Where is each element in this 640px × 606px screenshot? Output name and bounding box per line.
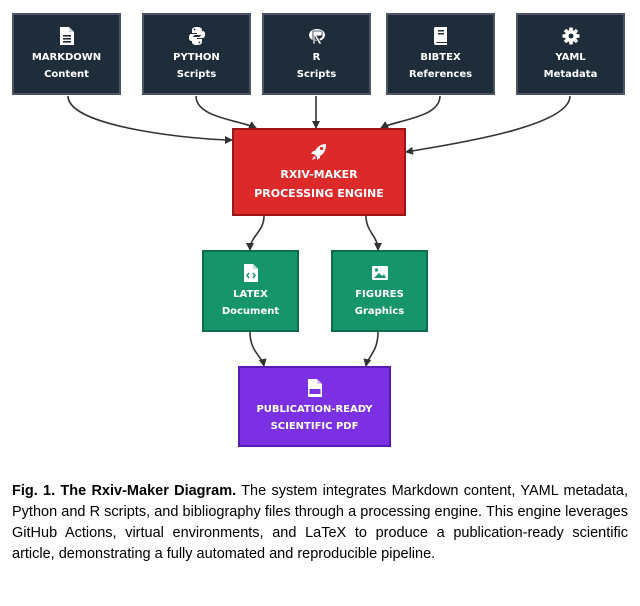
caption-text: The system integrates Markdown content, … (12, 483, 628, 562)
engine-subtitle: PROCESSING ENGINE (254, 186, 384, 200)
python-subtitle: Scripts (176, 68, 217, 80)
latex-subtitle: Document (221, 305, 280, 317)
arrow-bibtex-engine (380, 95, 441, 129)
arrow-engine-latex (246, 215, 265, 251)
python-title: PYTHON (173, 51, 220, 63)
engine-title: RXIV-MAKER (280, 167, 358, 181)
bibtex-node: BIBTEX References (386, 13, 495, 95)
latex-title: LATEX (233, 288, 268, 300)
arrow-engine-figures (365, 215, 382, 251)
rxiv-maker-diagram: MARKDOWN Content PYTHON Scripts R Script… (12, 13, 625, 447)
r-node: R Scripts (262, 13, 371, 95)
caption-label: Fig. 1. The Rxiv-Maker Diagram. (12, 483, 237, 499)
python-logo-icon (188, 26, 205, 45)
bibtex-subtitle: References (408, 68, 473, 80)
yaml-title: YAML (555, 51, 586, 63)
latex-node: LATEX Document (202, 250, 299, 332)
r-logo-icon (308, 28, 325, 44)
rocket-icon (311, 143, 326, 160)
figure-caption: Fig. 1. The Rxiv-Maker Diagram. The syst… (12, 481, 628, 565)
code-file-icon (243, 263, 258, 282)
markdown-title: MARKDOWN (31, 51, 102, 63)
arrow-latex-pdf (249, 331, 267, 367)
pdf-subtitle: SCIENTIFIC PDF (270, 421, 359, 432)
figures-subtitle: Graphics (354, 305, 405, 317)
figures-title: FIGURES (355, 288, 404, 300)
gear-icon (562, 27, 579, 44)
python-node: PYTHON Scripts (142, 13, 251, 95)
processing-engine-node: RXIV-MAKER PROCESSING ENGINE (232, 128, 406, 216)
arrow-yaml-engine (405, 95, 571, 155)
figures-node: FIGURES Graphics (331, 250, 428, 332)
arrow-markdown-engine (67, 95, 233, 144)
pdf-title: PUBLICATION-READY (256, 404, 373, 415)
yaml-subtitle: Metadata (543, 68, 598, 80)
markdown-node: MARKDOWN Content (12, 13, 121, 95)
r-subtitle: Scripts (296, 68, 337, 80)
connector-arrows (67, 95, 571, 367)
scientific-pdf-node: PUBLICATION-READY SCIENTIFIC PDF (238, 366, 391, 447)
yaml-node: YAML Metadata (516, 13, 625, 95)
r-title: R (312, 51, 321, 63)
file-text-icon (59, 26, 74, 45)
arrow-python-engine (195, 95, 257, 129)
image-icon (371, 265, 388, 280)
bibtex-title: BIBTEX (420, 51, 461, 63)
pdf-file-icon (307, 379, 322, 397)
arrow-figures-pdf (363, 331, 379, 367)
markdown-subtitle: Content (44, 68, 89, 80)
book-icon (433, 26, 447, 45)
